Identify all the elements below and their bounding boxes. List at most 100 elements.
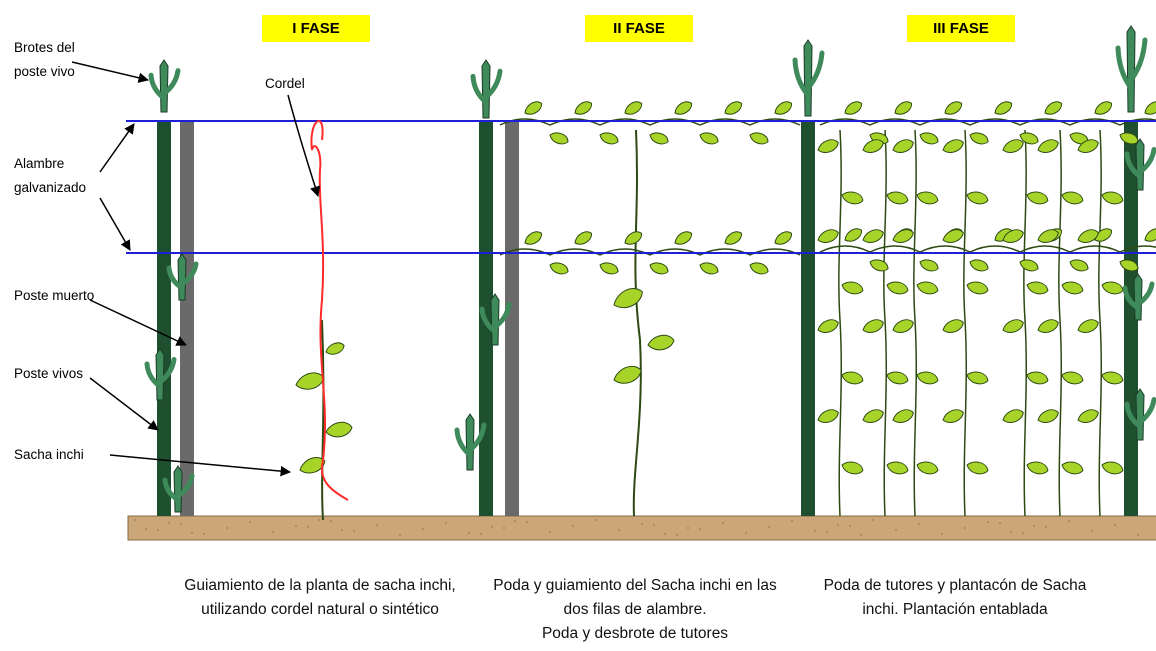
leaf — [817, 319, 839, 333]
soil-speck — [1114, 524, 1116, 526]
caption-phase-2-line-1: Poda y guiamiento del Sacha inchi en las — [493, 577, 777, 594]
top-sprout-2-branch — [483, 68, 503, 100]
leaf — [844, 228, 863, 242]
leaf — [1061, 371, 1084, 385]
leaf — [549, 132, 569, 145]
soil-speck — [1022, 532, 1024, 534]
leaf — [674, 101, 693, 115]
leaf — [916, 281, 939, 295]
soil-speck — [676, 534, 678, 536]
leaf — [1144, 101, 1156, 115]
brotes-arrow — [71, 61, 150, 83]
leaf — [1002, 319, 1024, 333]
caption-phase-1-line-1: Guiamiento de la planta de sacha inchi, — [184, 577, 456, 594]
poste-muerto-arrow — [89, 299, 187, 346]
vine-phase2-bottom — [499, 248, 801, 256]
soil-speck — [422, 528, 424, 530]
side-sprout-7-branch — [1122, 285, 1141, 311]
side-sprout-1-branch — [166, 265, 185, 291]
soil-speck — [1091, 530, 1093, 532]
phase-3-label: III FASE — [907, 15, 1015, 42]
soil-speck — [641, 523, 643, 525]
dead-post-2 — [505, 122, 519, 516]
leaf — [724, 231, 743, 245]
leaf — [599, 262, 619, 275]
leaf — [894, 101, 913, 115]
soil-speck — [722, 522, 724, 524]
leaf — [613, 288, 643, 309]
vine-phase3-bottom — [819, 245, 1156, 253]
leaf — [699, 132, 719, 145]
leaf — [699, 262, 719, 275]
soil-speck — [1033, 525, 1035, 527]
top-sprout-4 — [1126, 25, 1136, 113]
live-post-3 — [801, 122, 815, 516]
side-sprout-1 — [177, 253, 187, 301]
leaf — [649, 132, 669, 145]
leaf — [1101, 461, 1124, 475]
soil-speck — [1045, 526, 1047, 528]
leaf — [892, 319, 914, 333]
leaf — [892, 409, 914, 423]
phase-1-label: I FASE — [262, 15, 370, 42]
leaf — [1061, 461, 1084, 475]
leaf — [817, 139, 839, 153]
leaf — [524, 231, 543, 245]
leaf — [841, 281, 864, 295]
soil-speck — [653, 524, 655, 526]
leaf — [1077, 139, 1099, 153]
phase3-plant-stem-7 — [1098, 129, 1103, 517]
leaf — [574, 101, 593, 115]
leaf — [969, 132, 989, 145]
soil-speck — [941, 533, 943, 535]
caption-phase-3: Poda de tutores y plantacón de Sacha inc… — [785, 574, 1125, 622]
phase3-plant-stem-6 — [1058, 129, 1063, 517]
label-poste-vivos: Poste vivos — [14, 366, 84, 381]
leaf — [1019, 259, 1039, 272]
side-sprout-2-branch — [144, 361, 163, 389]
label-alambre-line1: Alambre — [14, 156, 65, 171]
leaf — [624, 101, 643, 115]
soil-speck — [572, 525, 574, 527]
side-sprout-6-branch — [1124, 151, 1143, 179]
leaf — [774, 231, 793, 245]
top-sprout-4-branch — [1115, 45, 1134, 91]
leaf — [1002, 229, 1024, 243]
sacha-inchi-arrow — [109, 454, 292, 477]
label-poste-muerto: Poste muerto — [14, 288, 95, 303]
label-sacha-inchi: Sacha inchi — [14, 447, 84, 462]
soil-speck — [849, 525, 851, 527]
soil-speck — [191, 532, 193, 534]
soil-speck — [272, 531, 274, 533]
soil-speck — [1010, 531, 1012, 533]
leaf — [919, 132, 939, 145]
leaf — [1061, 191, 1084, 205]
leaf — [599, 132, 619, 145]
leaf — [817, 229, 839, 243]
caption-phase-1-line-2: utilizando cordel natural o sintético — [201, 601, 439, 618]
leaf — [295, 372, 325, 390]
leaf — [613, 365, 642, 384]
leaf — [1119, 259, 1139, 272]
leaf — [325, 342, 345, 355]
soil-speck — [664, 533, 666, 535]
soil-speck — [145, 528, 147, 530]
side-sprout-5 — [465, 413, 475, 471]
leaf — [674, 231, 693, 245]
soil-speck — [353, 530, 355, 532]
leaf — [886, 281, 909, 295]
leaf — [1061, 281, 1084, 295]
soil-speck — [503, 527, 505, 529]
leaf — [942, 319, 964, 333]
vine-phase2-top — [499, 118, 801, 126]
soil-speck — [1137, 534, 1139, 536]
leaf — [869, 259, 889, 272]
side-sprout-8 — [1135, 388, 1145, 441]
leaf — [1144, 228, 1156, 242]
live-post-1 — [157, 122, 171, 516]
leaf — [862, 139, 884, 153]
leaf — [1101, 191, 1124, 205]
leaf — [942, 229, 964, 243]
seedling-stem — [321, 319, 325, 521]
